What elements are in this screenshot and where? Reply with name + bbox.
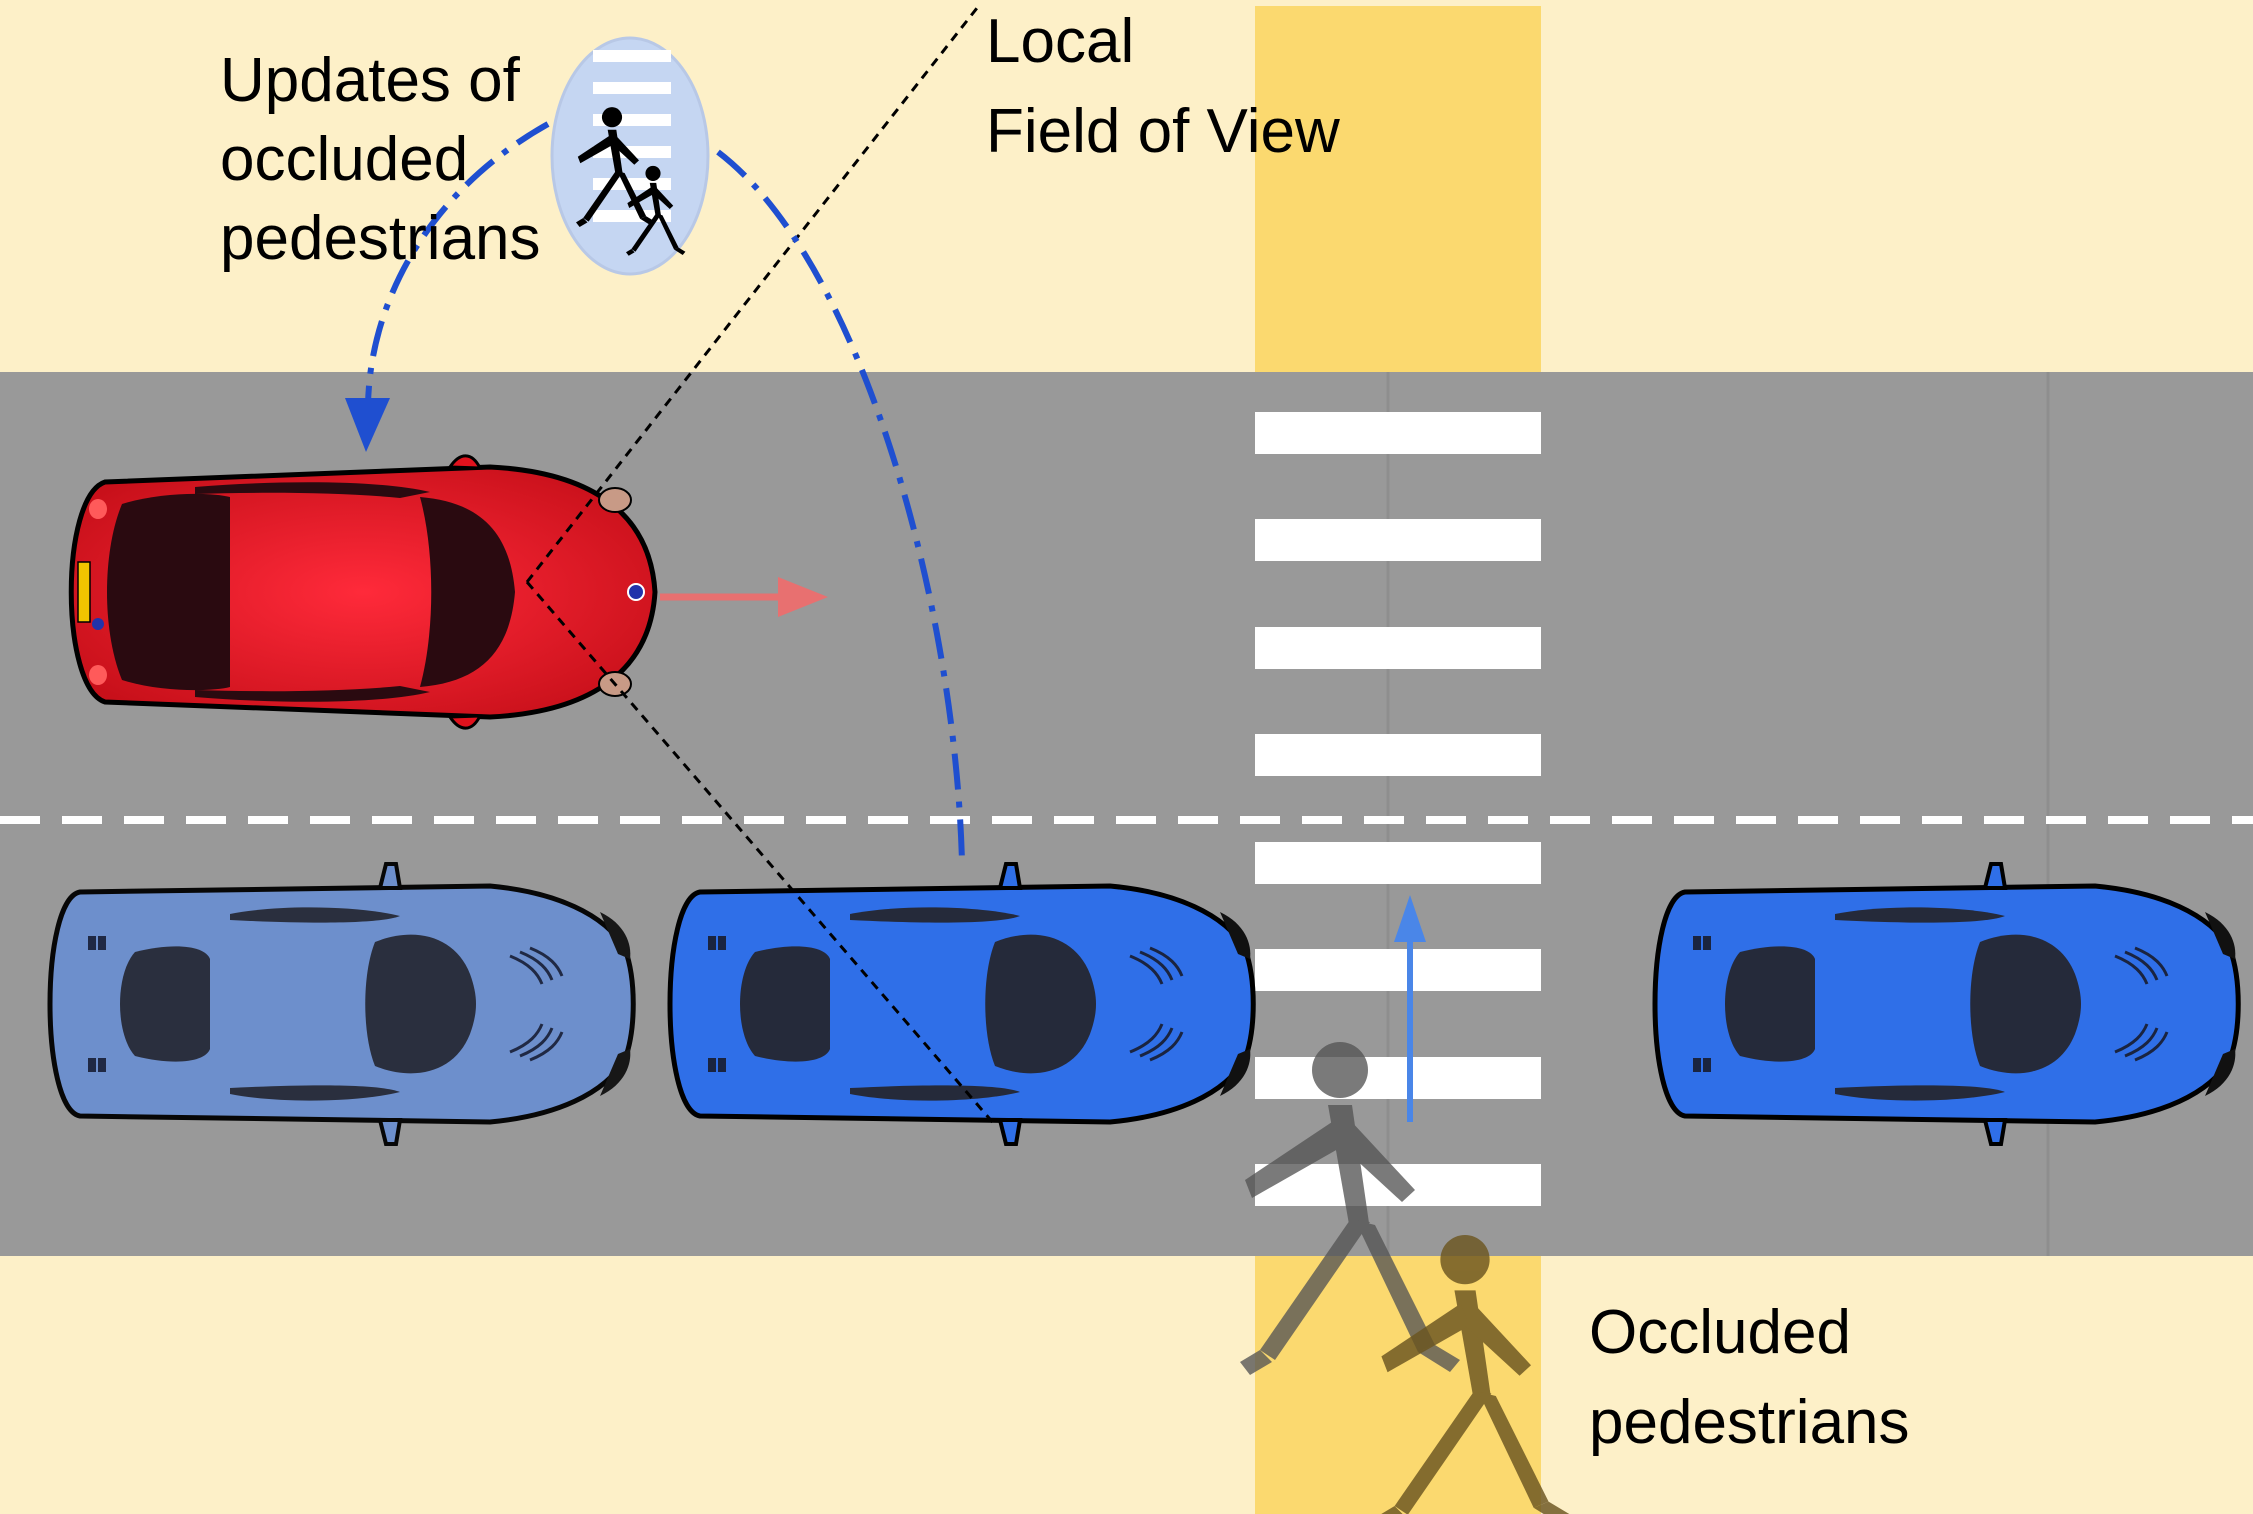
crosswalk-stripe (1255, 1057, 1541, 1099)
red-car-icon (68, 454, 658, 730)
crosswalk-stripe (1255, 734, 1541, 776)
updates-label-line3: pedestrians (220, 204, 541, 273)
top-sidewalk (0, 0, 2253, 372)
crosswalk-stripe (1255, 842, 1541, 884)
update-arrow-head (345, 398, 390, 452)
updates-label-line1: Updates of (220, 46, 521, 115)
updates-label-line2: occluded (220, 125, 468, 194)
fov-label-line2: Field of View (986, 97, 1340, 166)
crosswalk-stripe (1255, 412, 1541, 454)
crosswalk-stripes (1255, 412, 1541, 1206)
crosswalk-sidewalk-top (1255, 6, 1541, 372)
fov-label-line1: Local (986, 7, 1134, 76)
bottom-sidewalk (0, 1256, 2253, 1514)
occluded-label-line1: Occluded (1589, 1298, 1851, 1367)
crosswalk-stripe (1255, 627, 1541, 669)
update-path-lines (365, 121, 965, 863)
field-of-view-lines (525, 7, 997, 1126)
crosswalk-stripe (1255, 949, 1541, 991)
blue-car-icon (1655, 864, 2238, 1144)
crosswalk-stripe (1255, 519, 1541, 561)
pedestrian-direction-arrow (1394, 895, 1426, 1122)
blue-car-icon (670, 864, 1253, 1144)
blue-car-faded (50, 864, 633, 1144)
occluded-label-line2: pedestrians (1589, 1388, 1910, 1457)
ego-direction-arrow (660, 577, 828, 617)
pedestrian-crossing-sign-icon (550, 36, 710, 276)
